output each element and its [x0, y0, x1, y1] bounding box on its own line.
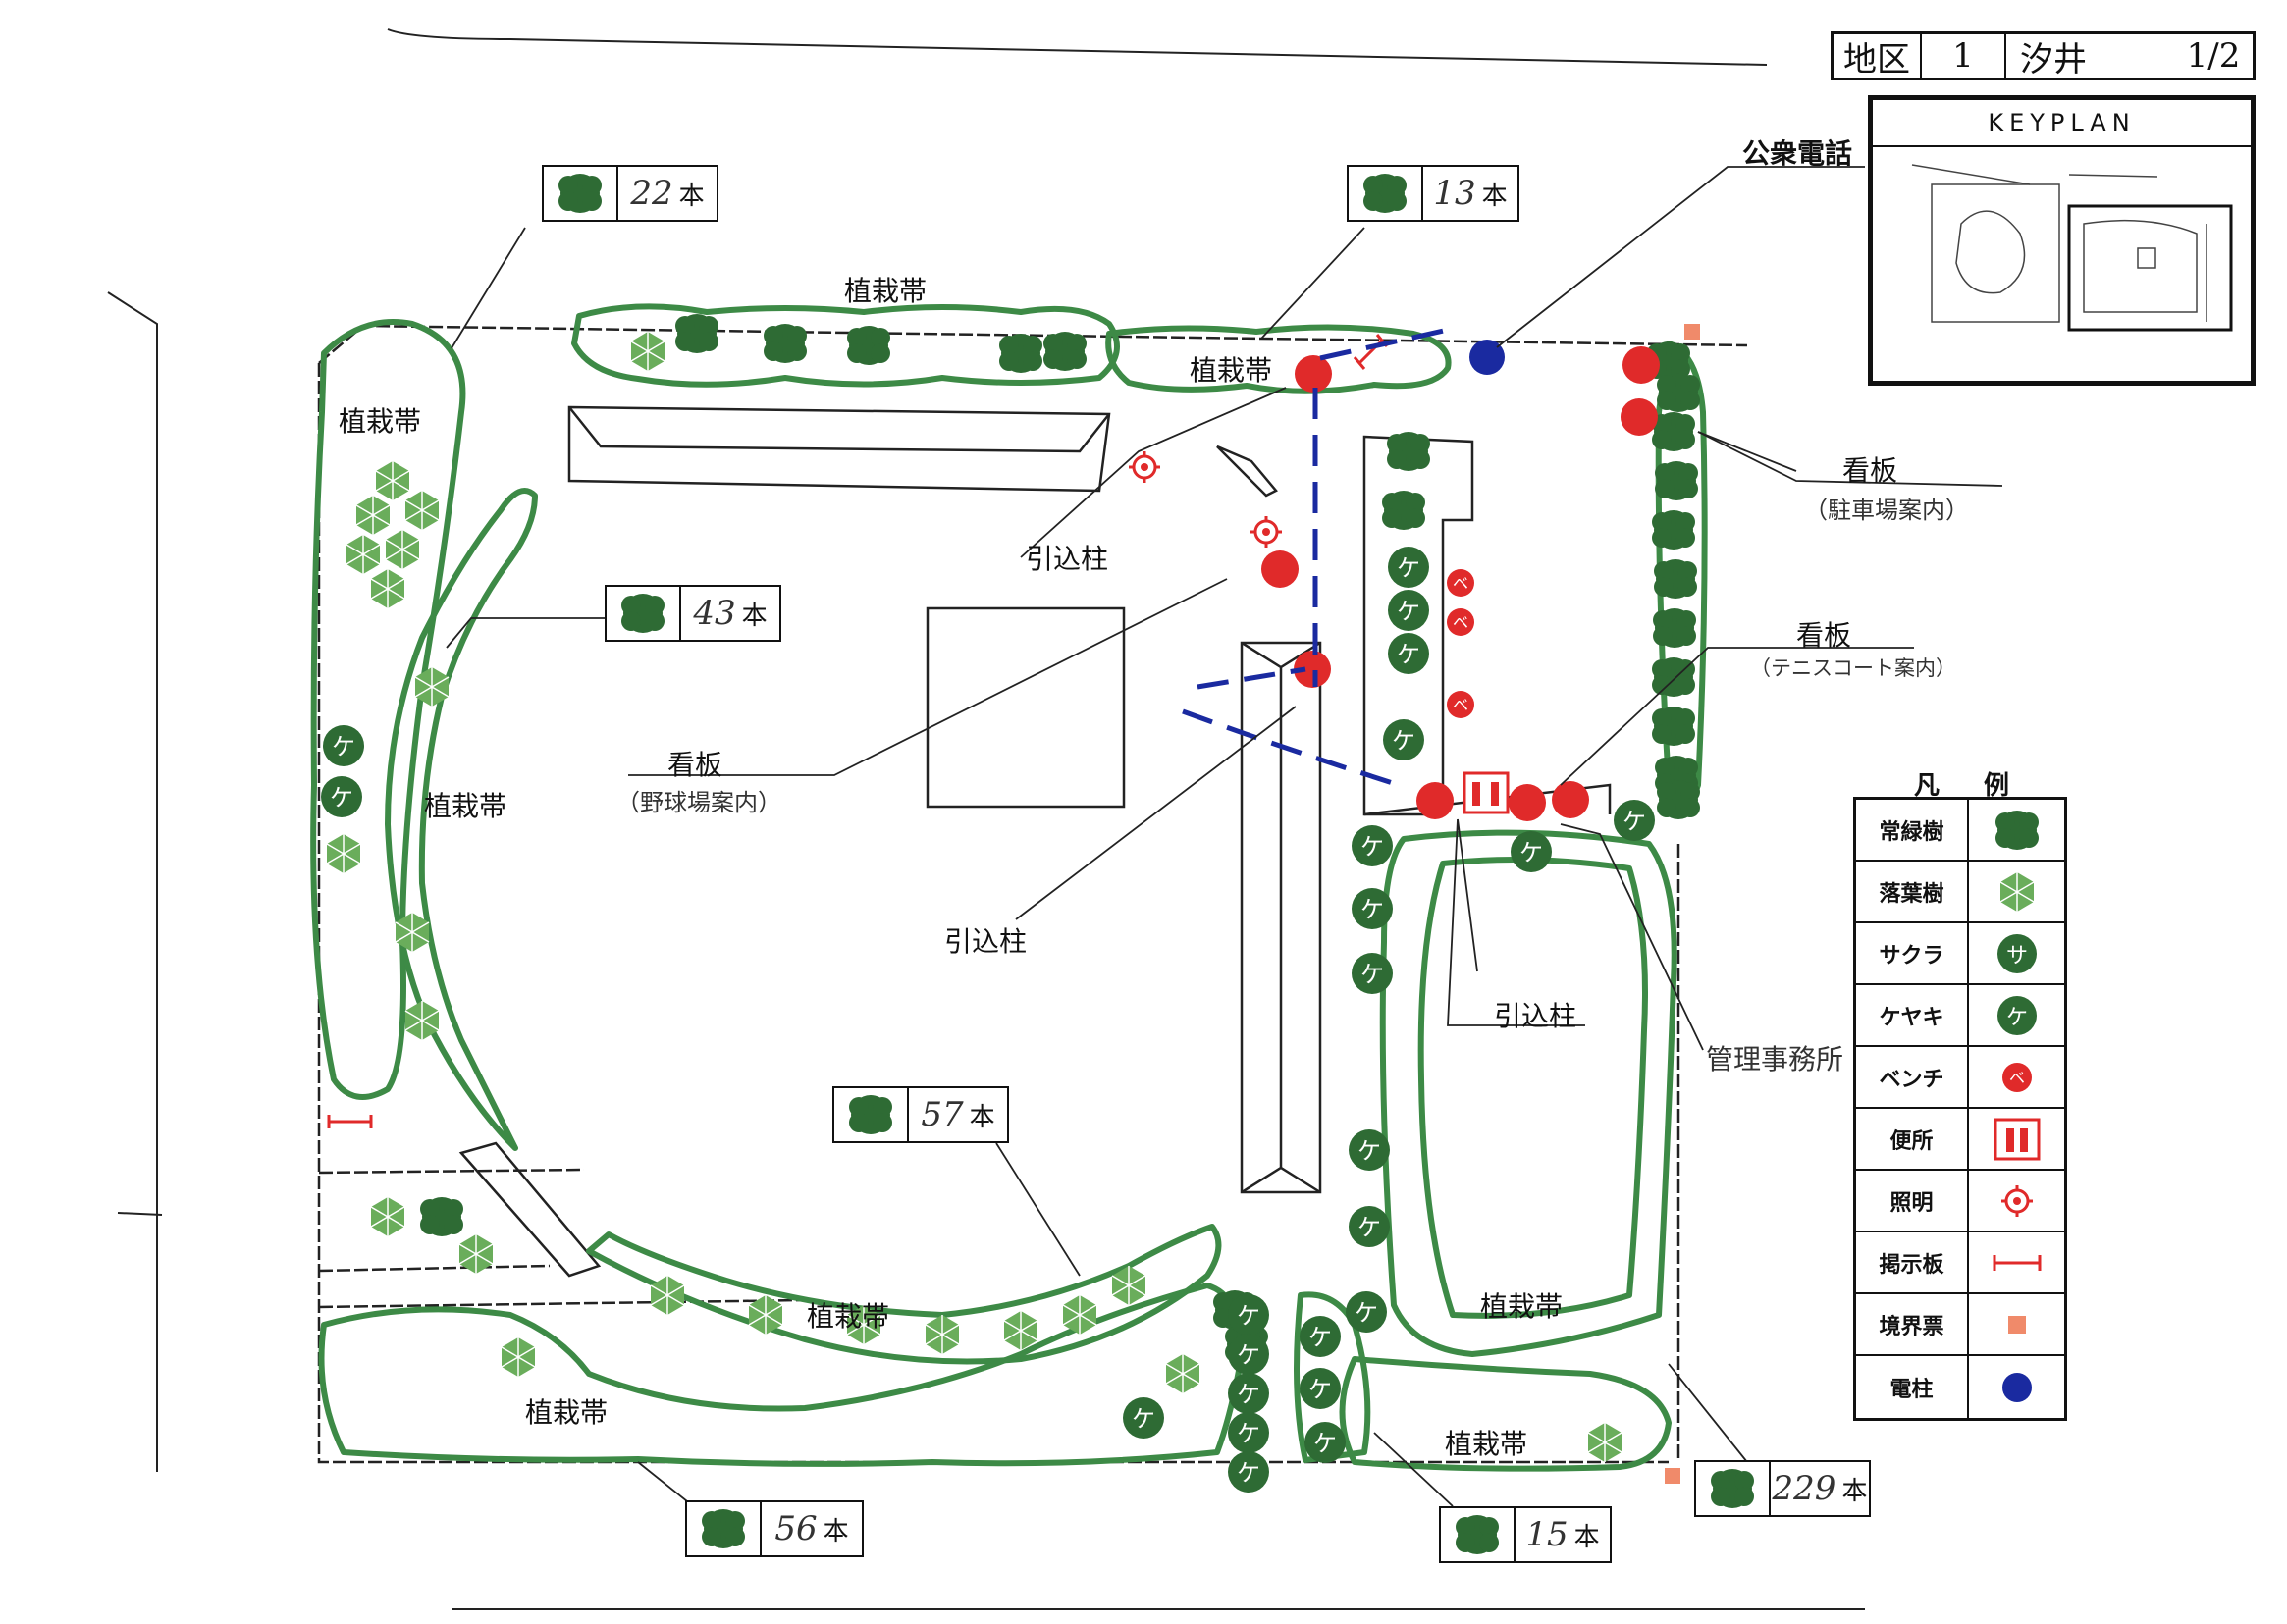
legend-row-zelkova: ケヤキ ケ	[1856, 985, 2064, 1047]
district-label: 地区	[1834, 34, 1922, 79]
tree-count-value: 43	[693, 594, 736, 633]
tree-count-value: 13	[1433, 174, 1476, 213]
planting-belt-label: 植栽帯	[424, 790, 507, 822]
tree-count-value: 15	[1525, 1515, 1569, 1554]
deciduous-tree-icon	[1998, 870, 2035, 913]
planting-belt-label: 植栽帯	[1445, 1428, 1528, 1460]
svg-text:ケ: ケ	[2005, 1006, 2027, 1030]
evergreen-tree-icon	[1994, 810, 2039, 850]
bench-icon: ベ	[2001, 1062, 2032, 1092]
service-pole-label: 引込柱	[944, 925, 1028, 958]
signboard-label: 看板	[667, 749, 723, 781]
benches	[1447, 569, 1474, 718]
management-office-label: 管理事務所	[1706, 1043, 1844, 1075]
legend-title: 凡 例	[1914, 771, 2028, 801]
utility-pole-icon	[2001, 1372, 2032, 1402]
planting-belt-label: 植栽帯	[525, 1396, 609, 1429]
district-name: 汐井	[2020, 39, 2087, 79]
legend: 常緑樹 落葉樹 サクラ サ ケヤキ ケ ベンチ ベ 便所 照明 掲示板 境界票 …	[1853, 797, 2067, 1421]
evergreen-tree-icon	[1363, 174, 1407, 213]
keyplan: KEYPLAN	[1868, 95, 2256, 386]
tree-count-value: 56	[774, 1509, 818, 1548]
planting-belt-label: 植栽帯	[1480, 1290, 1564, 1323]
legend-row-toilet: 便所	[1856, 1109, 2064, 1171]
utility-pole	[1469, 340, 1505, 375]
baseball-guide-label: （野球場案内）	[616, 789, 781, 816]
tennis-guide-label: （テニスコート案内）	[1750, 656, 1956, 680]
tree-count-value: 57	[921, 1095, 964, 1134]
legend-row-bench: ベンチ ベ	[1856, 1047, 2064, 1109]
parking-guide-label: （駐車場案内）	[1804, 497, 1969, 524]
toilet	[1463, 771, 1510, 814]
evergreen-tree-icon	[558, 174, 602, 213]
tree-count-value: 22	[630, 174, 673, 213]
cherry-tree-icon: サ	[1996, 933, 2037, 973]
planting-belt-label: 植栽帯	[807, 1300, 890, 1333]
keyplan-map	[1911, 164, 2233, 332]
tree-count-value: 229	[1772, 1469, 1836, 1508]
legend-row-utility-pole: 電柱	[1856, 1356, 2064, 1418]
svg-text:ベ: ベ	[2008, 1069, 2024, 1087]
district-number: 1	[1922, 34, 2006, 78]
legend-row-boundary-marker: 境界票	[1856, 1294, 2064, 1356]
legend-row-cherry: サクラ サ	[1856, 923, 2064, 985]
planting-belts	[310, 303, 1708, 1472]
evergreen-tree-icon	[1456, 1515, 1499, 1554]
cable-lines	[1182, 326, 1454, 788]
planting-belt-label: 植栽帯	[339, 405, 422, 438]
signboard-label: 看板	[1842, 454, 1898, 487]
planting-belt-label: 植栽帯	[844, 275, 928, 307]
surrounding-roads	[107, 28, 1865, 1610]
leader-lines	[446, 166, 2003, 1507]
evergreen-tree-icon	[1711, 1469, 1754, 1508]
evergreen-tree-icon	[621, 594, 665, 633]
keyplan-title: KEYPLAN	[1873, 100, 2251, 147]
legend-row-deciduous: 落葉樹	[1856, 862, 2064, 923]
district-header: 地区 1 汐井 1/2	[1831, 31, 2256, 80]
lights	[1127, 449, 1284, 550]
notice-boards	[327, 334, 1389, 1128]
legend-row-lighting: 照明	[1856, 1171, 2064, 1232]
legend-row-notice-board: 掲示板	[1856, 1232, 2064, 1294]
toilet-icon	[1994, 1118, 2040, 1160]
svg-text:サ: サ	[2005, 944, 2027, 969]
evergreen-tree-icon	[849, 1095, 892, 1134]
lighting-icon	[1999, 1183, 2034, 1218]
planting-belt-label: 植栽帯	[1190, 354, 1273, 387]
service-pole-label: 引込柱	[1026, 543, 1109, 575]
notice-board-icon	[1993, 1254, 2041, 1271]
page-indicator: 1/2	[2186, 36, 2241, 76]
boundary-markers	[1665, 324, 1700, 1484]
service-pole-label: 引込柱	[1494, 1000, 1577, 1032]
public-phone-label: 公衆電話	[1742, 137, 1853, 170]
deciduous-trees	[326, 331, 1622, 1463]
legend-row-evergreen: 常緑樹	[1856, 800, 2064, 862]
zelkova-tree-icon: ケ	[1996, 995, 2037, 1035]
boundary-marker-icon	[2007, 1315, 2026, 1334]
evergreen-tree-icon	[702, 1509, 745, 1548]
signboard-label: 看板	[1796, 619, 1852, 652]
